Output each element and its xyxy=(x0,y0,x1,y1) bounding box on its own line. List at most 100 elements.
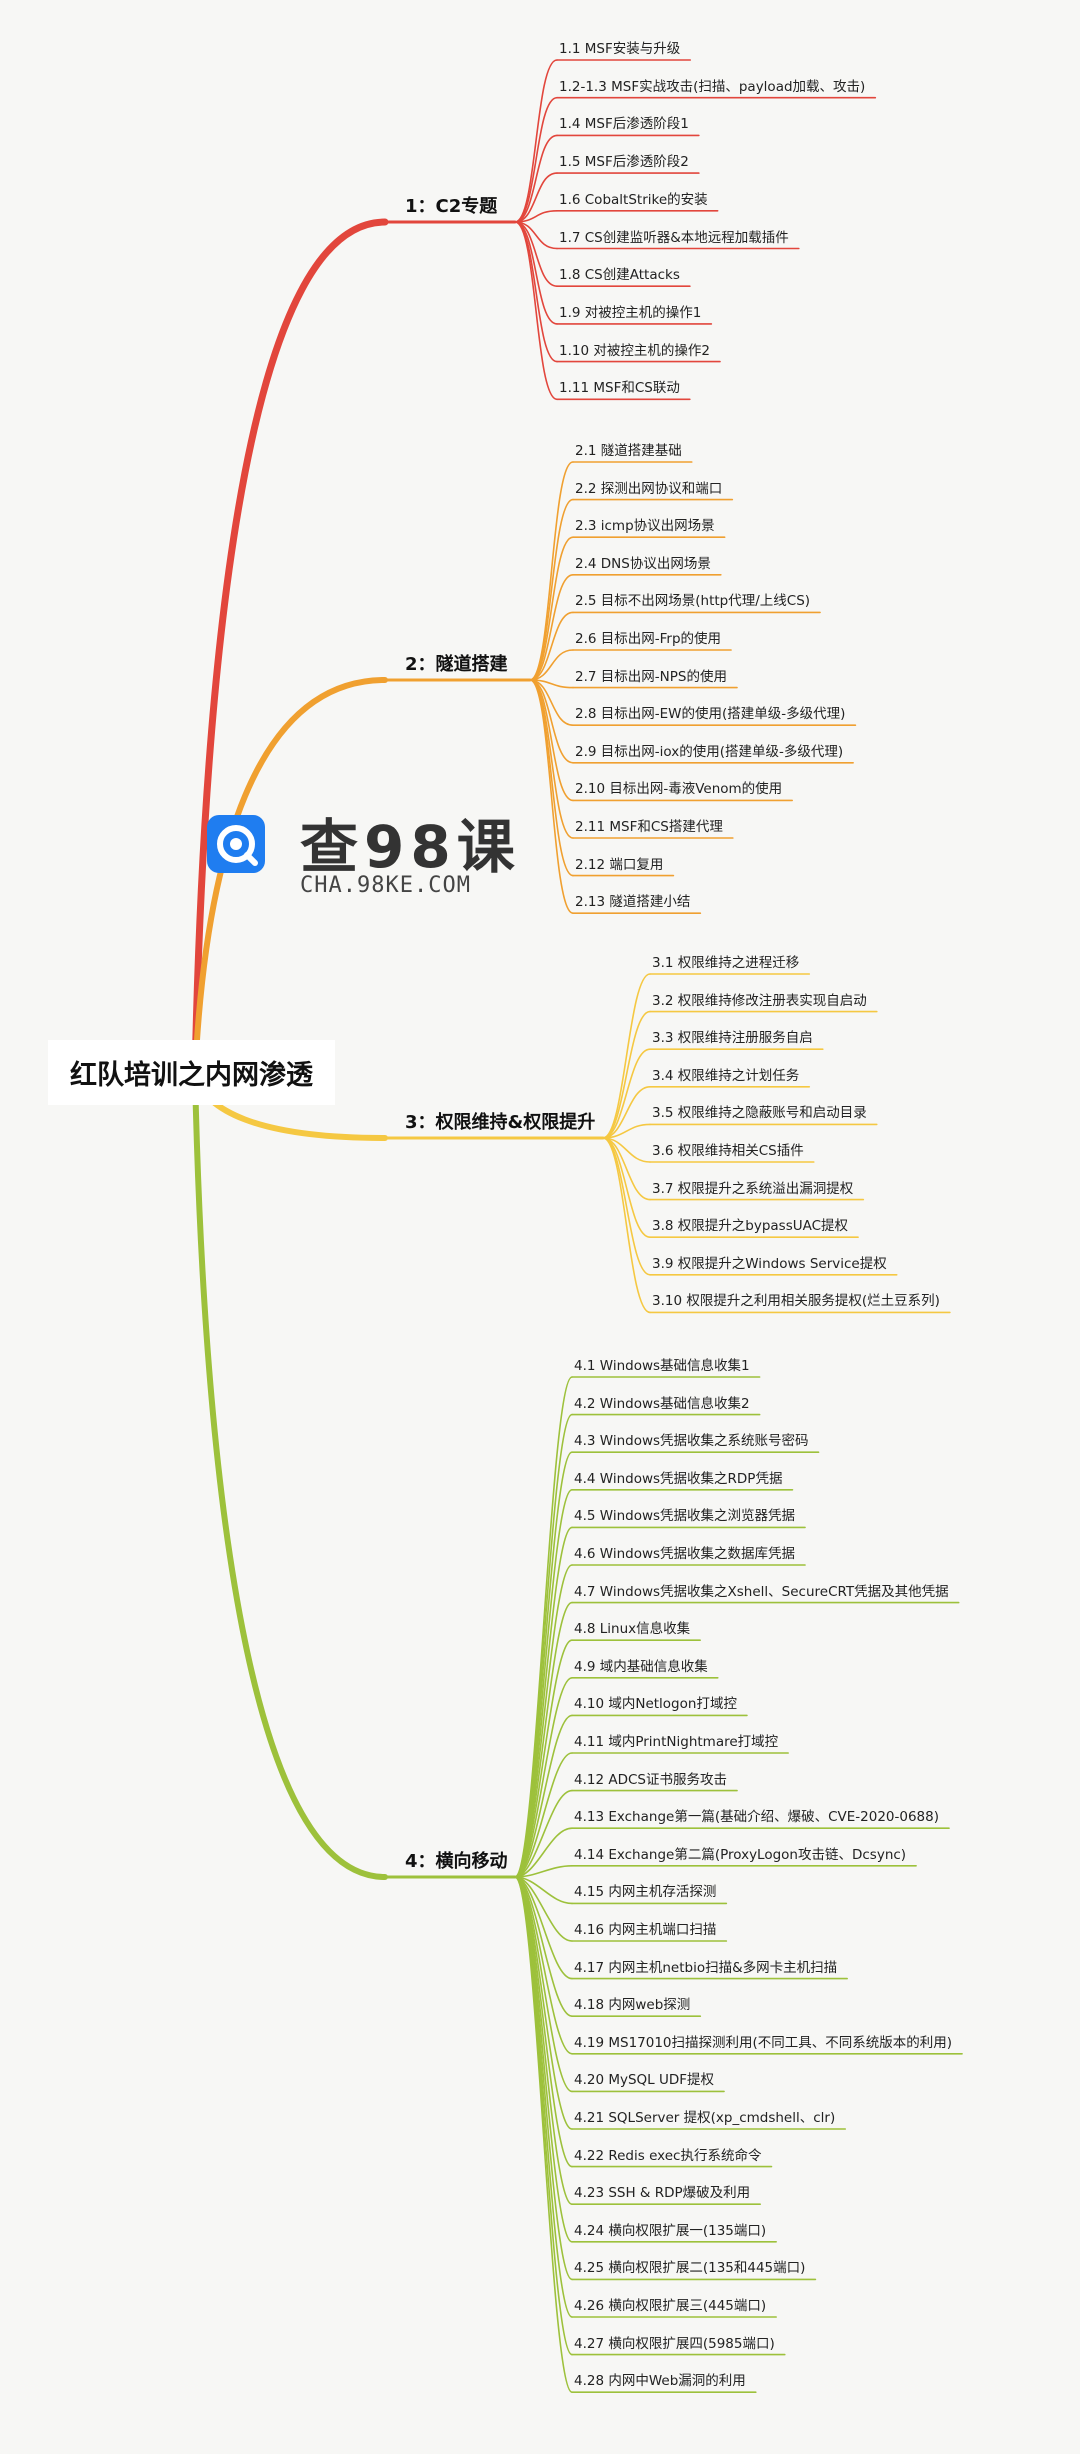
branch-connector xyxy=(191,218,389,1079)
leaf-connector xyxy=(514,134,558,223)
leaf-node: 4.8 Linux信息收集 xyxy=(574,1621,691,1638)
leaf-connector xyxy=(529,679,574,764)
leaf-node: 1.4 MSF后渗透阶段1 xyxy=(559,116,689,133)
leaf-connector xyxy=(514,1876,573,2393)
leaf-node: 4.2 Windows基础信息收集2 xyxy=(574,1395,750,1412)
leaf-node: 4.27 横向权限扩展四(5985端口) xyxy=(574,2335,775,2352)
leaf-node: 4.20 MySQL UDF提权 xyxy=(574,2072,715,2089)
leaf-node: 4.3 Windows凭据收集之系统账号密码 xyxy=(574,1433,809,1450)
branch-label: 1：C2专题 xyxy=(405,196,498,217)
leaf-node: 3.7 权限提升之系统溢出漏洞提权 xyxy=(652,1180,854,1197)
leaf-node: 4.22 Redis exec执行系统命令 xyxy=(574,2147,762,2164)
leaf-node: 3.9 权限提升之Windows Service提权 xyxy=(652,1255,887,1272)
leaf-node: 4.12 ADCS证书服务攻击 xyxy=(574,1771,727,1788)
leaf-connector xyxy=(514,172,558,223)
leaf-connector xyxy=(602,1123,651,1139)
leaf-connector xyxy=(514,1789,573,1878)
leaf-node: 4.28 内网中Web漏洞的利用 xyxy=(574,2373,746,2390)
leaf-node: 4.11 域内PrintNightmare打域控 xyxy=(574,1734,779,1750)
branch-label: 3：权限维持&权限提升 xyxy=(405,1112,596,1133)
leaf-node: 4.4 Windows凭据收集之RDP凭据 xyxy=(574,1470,783,1487)
leaf-connector xyxy=(529,611,574,681)
leaf-node: 4.6 Windows凭据收集之数据库凭据 xyxy=(574,1546,796,1562)
leaf-node: 2.4 DNS协议出网场景 xyxy=(575,555,711,572)
leaf-connector xyxy=(514,1413,573,1878)
leaf-node: 3.2 权限维持修改注册表实现自启动 xyxy=(652,992,867,1009)
leaf-node: 4.24 横向权限扩展一(135端口) xyxy=(574,2222,767,2239)
leaf-connector xyxy=(529,536,574,681)
leaf-node: 1.2-1.3 MSF实战攻击(扫描、payload加载、攻击) xyxy=(559,78,866,95)
leaf-node: 4.1 Windows基础信息收集1 xyxy=(574,1358,750,1374)
leaf-connector xyxy=(602,973,651,1139)
leaf-node: 4.10 域内Netlogon打域控 xyxy=(574,1696,737,1713)
leaf-node: 4.23 SSH & RDP爆破及利用 xyxy=(574,2185,751,2202)
root-node: 红队培训之内网渗透 xyxy=(48,1040,335,1105)
leaf-node: 3.3 权限维持注册服务自启 xyxy=(652,1030,813,1047)
leaf-node: 2.9 目标出网-iox的使用(搭建单级-多级代理) xyxy=(575,743,844,760)
leaf-node: 4.7 Windows凭据收集之Xshell、SecureCRT凭据及其他凭据 xyxy=(574,1583,949,1600)
leaf-connector xyxy=(602,1137,651,1276)
leaf-connector xyxy=(514,1876,573,2318)
leaf-node: 4.13 Exchange第一篇(基础介绍、爆破、CVE-2020-0688) xyxy=(574,1809,939,1826)
leaf-node: 4.18 内网web探测 xyxy=(574,1997,691,2014)
leaf-node: 3.8 权限提升之bypassUAC提权 xyxy=(652,1218,849,1235)
leaf-node: 3.10 权限提升之利用相关服务提权(烂土豆系列) xyxy=(652,1293,940,1310)
leaf-node: 2.13 隧道搭建小结 xyxy=(575,894,691,911)
leaf-connector xyxy=(602,1048,651,1139)
leaf-node: 3.1 权限维持之进程迁移 xyxy=(652,955,800,971)
leaf-node: 4.21 SQLServer 提权(xp_cmdshell、clr) xyxy=(574,2110,836,2126)
leaf-node: 4.5 Windows凭据收集之浏览器凭据 xyxy=(574,1508,796,1525)
leaf-connector xyxy=(514,1752,573,1878)
leaf-node: 3.4 权限维持之计划任务 xyxy=(652,1067,800,1084)
leaf-connector xyxy=(514,221,558,363)
leaf-node: 4.25 横向权限扩展二(135和445端口) xyxy=(574,2260,806,2277)
branch-connector xyxy=(192,1072,388,1880)
leaf-node: 2.7 目标出网-NPS的使用 xyxy=(575,668,727,685)
leaf-connector xyxy=(529,498,574,681)
leaf-connector xyxy=(529,679,574,726)
leaf-node: 1.9 对被控主机的操作1 xyxy=(559,304,702,321)
leaf-connector xyxy=(514,59,558,223)
leaf-connector xyxy=(602,1010,651,1139)
leaf-node: 1.1 MSF安装与升级 xyxy=(559,41,681,57)
branch-label: 4：横向移动 xyxy=(405,1851,508,1872)
leaf-connector xyxy=(529,574,574,681)
leaf-connector xyxy=(514,1714,573,1878)
leaf-node: 1.10 对被控主机的操作2 xyxy=(559,342,710,359)
leaf-node: 4.17 内网主机netbio扫描&多网卡主机扫描 xyxy=(574,1959,838,1976)
leaf-node: 2.12 端口复用 xyxy=(575,856,664,873)
watermark-subtitle: CHA.98KE.COM xyxy=(300,873,471,898)
leaf-connector xyxy=(514,1827,573,1878)
leaf-node: 4.26 横向权限扩展三(445端口) xyxy=(574,2298,767,2314)
leaf-node: 3.6 权限维持相关CS插件 xyxy=(652,1143,804,1159)
leaf-node: 4.15 内网主机存活探测 xyxy=(574,1884,717,1901)
leaf-node: 2.10 目标出网-毒液Venom的使用 xyxy=(575,781,783,798)
branch-connector xyxy=(192,677,388,1078)
leaf-node: 1.5 MSF后渗透阶段2 xyxy=(559,154,689,171)
leaf-connector xyxy=(602,1137,651,1314)
leaf-connector xyxy=(514,96,558,223)
branch-label: 2：隧道搭建 xyxy=(405,654,508,675)
leaf-node: 1.7 CS创建监听器&本地远程加载插件 xyxy=(559,229,789,246)
leaf-node: 4.9 域内基础信息收集 xyxy=(574,1658,708,1675)
leaf-node: 2.1 隧道搭建基础 xyxy=(575,443,682,459)
leaf-node: 2.11 MSF和CS搭建代理 xyxy=(575,819,723,835)
watermark-logo-icon xyxy=(207,815,265,873)
leaf-connector xyxy=(529,679,574,877)
leaf-node: 2.3 icmp协议出网场景 xyxy=(575,518,715,535)
leaf-connector xyxy=(529,679,574,914)
leaf-connector xyxy=(602,1086,651,1139)
leaf-connector xyxy=(514,1376,573,1878)
leaf-connector xyxy=(514,221,558,401)
leaf-node: 2.8 目标出网-EW的使用(搭建单级-多级代理) xyxy=(575,706,846,723)
leaf-node: 4.16 内网主机端口扫描 xyxy=(574,1922,717,1938)
leaf-node: 2.6 目标出网-Frp的使用 xyxy=(575,631,722,647)
leaf-connector xyxy=(514,1865,573,1878)
leaf-node: 1.8 CS创建Attacks xyxy=(559,267,680,284)
leaf-node: 1.11 MSF和CS联动 xyxy=(559,380,680,397)
leaf-node: 4.19 MS17010扫描探测利用(不同工具、不同系统版本的利用) xyxy=(574,2034,953,2051)
leaf-node: 1.6 CobaltStrike的安装 xyxy=(559,191,708,208)
leaf-connector xyxy=(529,649,574,681)
leaf-node: 2.5 目标不出网场景(http代理/上线CS) xyxy=(575,593,811,610)
